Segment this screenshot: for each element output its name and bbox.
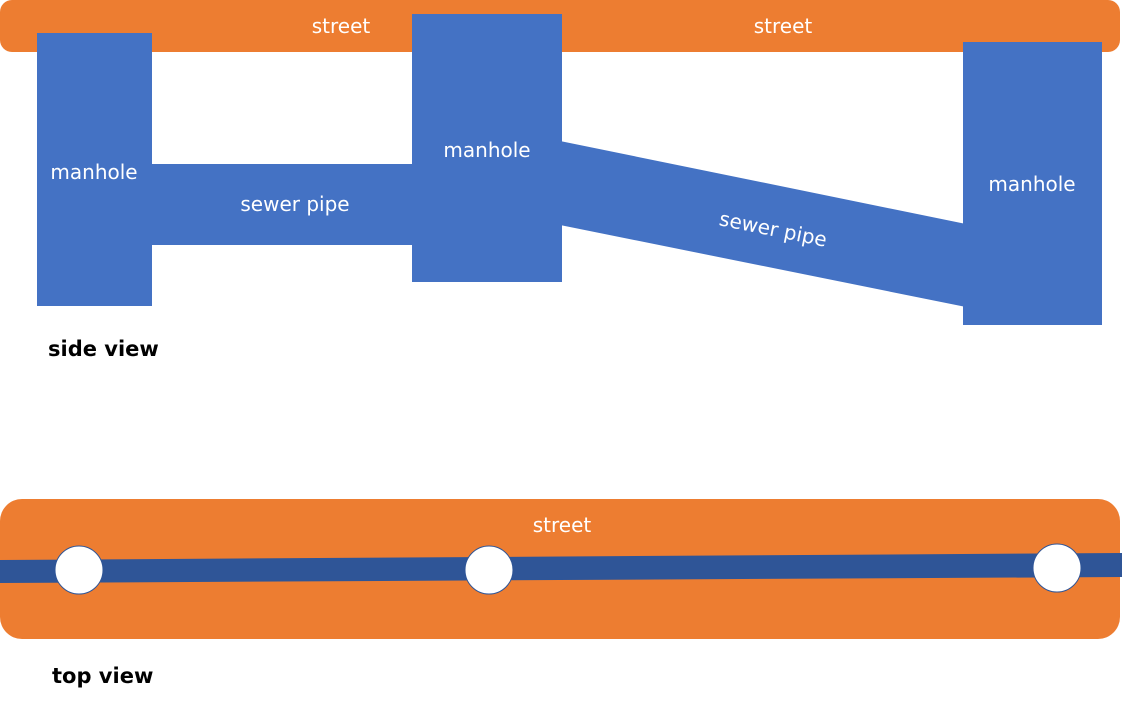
side-manhole-label-1: manhole [50,160,137,184]
side-view: street street manhole manhole manhole se… [0,0,1120,361]
side-manhole-3 [963,42,1102,325]
top-view: street top view [0,499,1122,688]
side-manhole-1 [37,33,152,306]
top-manhole-cover-3 [1032,543,1082,593]
side-street-label-1: street [312,14,371,38]
top-manhole-cover-1 [54,545,104,595]
side-street-label-2: street [754,14,813,38]
top-sewer-pipe [0,553,1122,583]
top-manhole-cover-2 [464,545,514,595]
side-sewer-pipe-1 [150,164,415,245]
side-manhole-2 [412,14,562,282]
side-manhole-label-2: manhole [443,138,530,162]
side-sewer-pipe-2 [560,141,966,307]
top-street-label: street [533,513,592,537]
side-view-caption: side view [48,337,159,361]
side-manhole-label-3: manhole [988,172,1075,196]
top-view-caption: top view [52,664,153,688]
side-pipe-label-1: sewer pipe [240,192,349,216]
